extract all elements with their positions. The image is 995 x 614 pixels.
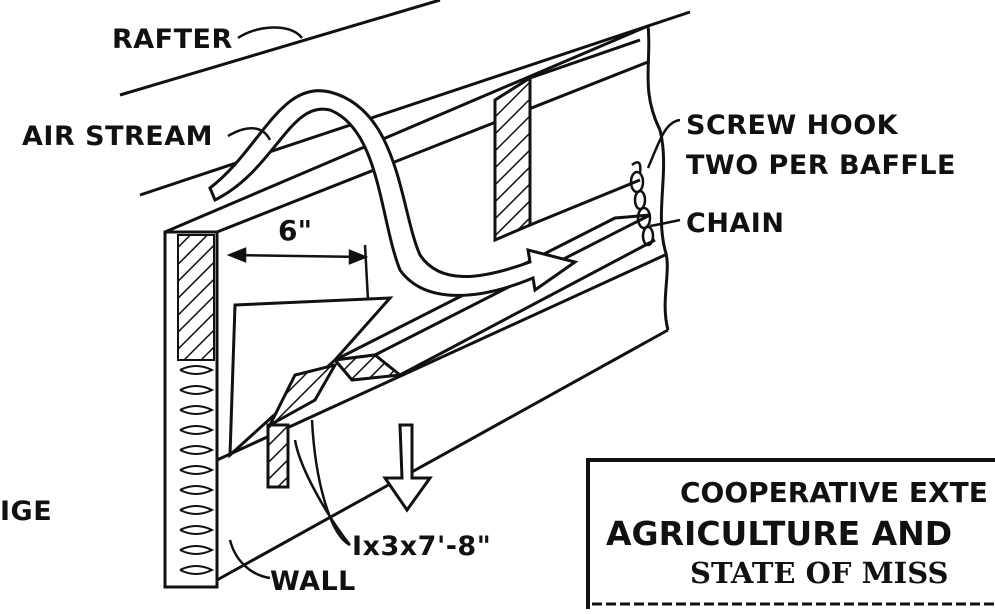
rafter-beam	[119, 0, 691, 197]
chain-assembly	[629, 161, 655, 247]
label-chain: CHAIN	[686, 208, 784, 239]
air-stream-arrow	[208, 89, 579, 297]
dimension-6in	[226, 244, 370, 301]
wall-face	[216, 253, 669, 582]
label-edge-fragment: IGE	[0, 496, 52, 527]
upper-baffle	[493, 38, 641, 243]
extension-line1: COOPERATIVE EXTE	[680, 476, 988, 509]
extension-line3: STATE OF MISS	[690, 556, 949, 590]
down-arrow	[382, 423, 433, 513]
label-rafter: RAFTER	[112, 24, 233, 55]
leaders	[227, 118, 681, 580]
support-block	[228, 296, 394, 489]
label-board-size: Ix3x7'-8"	[352, 531, 491, 562]
rafter-leader	[237, 26, 303, 40]
label-air-stream: AIR STREAM	[22, 121, 213, 152]
label-two-per-baffle: TWO PER BAFFLE	[686, 150, 956, 181]
extension-title-box: COOPERATIVE EXTE AGRICULTURE AND STATE O…	[586, 458, 995, 614]
label-wall: WALL	[270, 566, 356, 597]
wall-plate	[164, 24, 670, 331]
label-screw-hook: SCREW HOOK	[686, 110, 899, 141]
wall-section	[163, 230, 219, 589]
label-dimension: 6"	[278, 214, 312, 247]
extension-line2: AGRICULTURE AND	[606, 514, 952, 553]
